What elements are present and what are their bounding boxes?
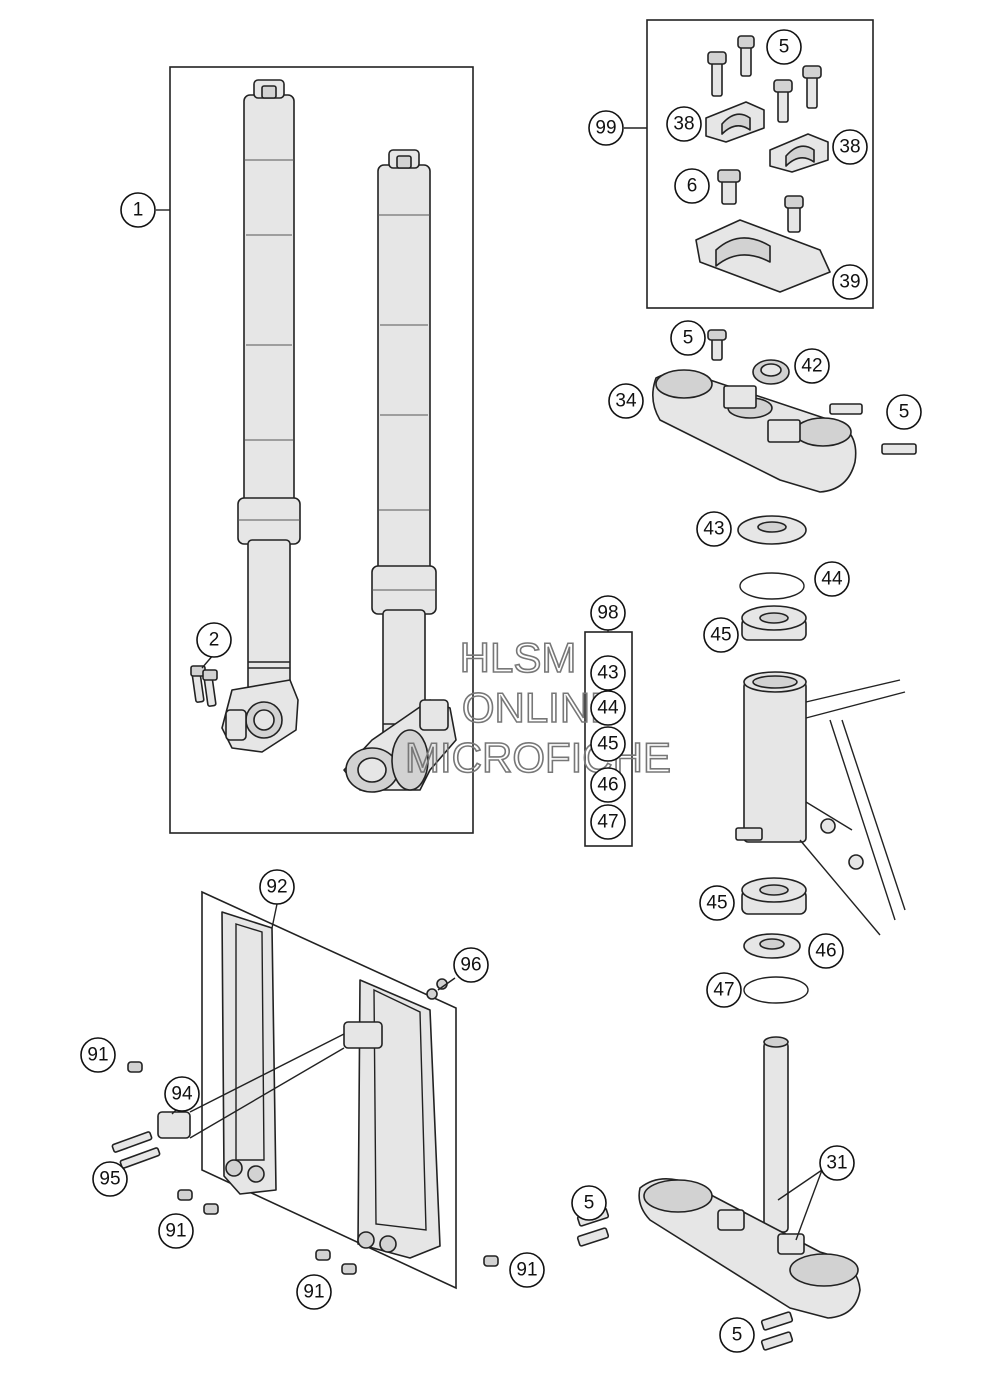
callout-92[interactable]: 92 (259, 869, 295, 905)
callout-1[interactable]: 1 (120, 192, 156, 228)
kit-item-47[interactable]: 47 (590, 804, 626, 840)
svg-text:5: 5 (584, 1193, 595, 1214)
svg-text:43: 43 (597, 663, 618, 684)
svg-text:47: 47 (713, 980, 734, 1001)
callout-98[interactable]: 98 (590, 595, 626, 631)
svg-text:5: 5 (683, 328, 694, 349)
svg-text:45: 45 (710, 625, 731, 646)
callout-96[interactable]: 96 (453, 947, 489, 983)
svg-text:96: 96 (460, 955, 481, 976)
svg-text:44: 44 (597, 698, 619, 719)
callout-45-upper[interactable]: 45 (703, 617, 739, 653)
callout-94[interactable]: 94 (164, 1076, 200, 1112)
handlebar-clamp-kit (695, 35, 831, 293)
watermark-line-3: MICROFICHE (405, 734, 671, 781)
svg-text:45: 45 (597, 734, 618, 755)
svg-text:5: 5 (899, 402, 910, 423)
callout-2[interactable]: 2 (196, 622, 232, 658)
svg-text:39: 39 (839, 272, 860, 293)
callout-38-right[interactable]: 38 (832, 129, 868, 165)
svg-text:38: 38 (839, 137, 860, 158)
svg-text:47: 47 (597, 812, 618, 833)
callout-5-side-bolts[interactable]: 5 (886, 394, 922, 430)
svg-text:95: 95 (99, 1169, 120, 1190)
callout-91-upper[interactable]: 91 (80, 1037, 116, 1073)
handlebar-clamp-kit-frame (646, 19, 874, 309)
svg-text:42: 42 (801, 356, 822, 377)
callout-5-lower-clamp-rear[interactable]: 5 (719, 1317, 755, 1353)
callout-34[interactable]: 34 (608, 383, 644, 419)
svg-text:91: 91 (516, 1260, 537, 1281)
fork-leg-right (343, 149, 457, 793)
fork-guards (111, 890, 457, 1290)
kit-item-46[interactable]: 46 (590, 767, 626, 803)
upper-triple-clamp (652, 329, 917, 493)
callout-38-left[interactable]: 38 (666, 106, 702, 142)
svg-text:34: 34 (615, 391, 637, 412)
fork-leg-left (221, 79, 301, 753)
callout-91-right[interactable]: 91 (509, 1252, 545, 1288)
callout-95[interactable]: 95 (92, 1161, 128, 1197)
callout-5-upper-clamp[interactable]: 5 (670, 320, 706, 356)
callout-47[interactable]: 47 (706, 972, 742, 1008)
callout-44[interactable]: 44 (814, 561, 850, 597)
callout-43[interactable]: 43 (696, 511, 732, 547)
lower-triple-clamp (576, 1036, 861, 1351)
svg-text:98: 98 (597, 603, 618, 624)
svg-text:5: 5 (732, 1325, 743, 1346)
pinch-bolts-2 (190, 665, 218, 707)
svg-text:91: 91 (303, 1282, 324, 1303)
svg-text:1: 1 (133, 200, 144, 221)
svg-text:2: 2 (209, 630, 220, 651)
svg-text:45: 45 (706, 893, 727, 914)
watermark-line-1: HLSM (460, 634, 577, 681)
svg-text:91: 91 (87, 1045, 108, 1066)
svg-text:5: 5 (779, 37, 790, 58)
svg-text:6: 6 (687, 176, 698, 197)
guard-screws-91 (127, 1061, 499, 1275)
callout-99[interactable]: 99 (588, 110, 624, 146)
fork-assembly-frame (169, 66, 474, 834)
svg-text:46: 46 (597, 775, 618, 796)
callout-46[interactable]: 46 (808, 933, 844, 969)
svg-text:46: 46 (815, 941, 836, 962)
svg-text:91: 91 (165, 1221, 186, 1242)
svg-text:43: 43 (703, 519, 724, 540)
callout-91-bottom[interactable]: 91 (296, 1274, 332, 1310)
svg-text:94: 94 (171, 1084, 193, 1105)
callout-39[interactable]: 39 (832, 264, 868, 300)
callout-91-left[interactable]: 91 (158, 1213, 194, 1249)
kit-item-45[interactable]: 45 (590, 726, 626, 762)
kit-item-44[interactable]: 44 (590, 690, 626, 726)
callout-31[interactable]: 31 (819, 1145, 855, 1181)
callout-5-clamp-bolts[interactable]: 5 (766, 29, 802, 65)
callout-45-lower[interactable]: 45 (699, 885, 735, 921)
callout-6[interactable]: 6 (674, 168, 710, 204)
callout-5-lower-clamp-front[interactable]: 5 (571, 1185, 607, 1221)
steering-bearing-parts (737, 515, 809, 1004)
watermark: HLSM ONLINE MICROFICHE (404, 633, 672, 782)
kit-item-43[interactable]: 43 (590, 655, 626, 691)
callout-42[interactable]: 42 (794, 348, 830, 384)
svg-text:31: 31 (826, 1153, 847, 1174)
frame-head-tube (735, 671, 906, 936)
svg-text:92: 92 (266, 877, 287, 898)
svg-text:99: 99 (595, 118, 616, 139)
svg-text:44: 44 (821, 569, 843, 590)
svg-text:38: 38 (673, 114, 694, 135)
